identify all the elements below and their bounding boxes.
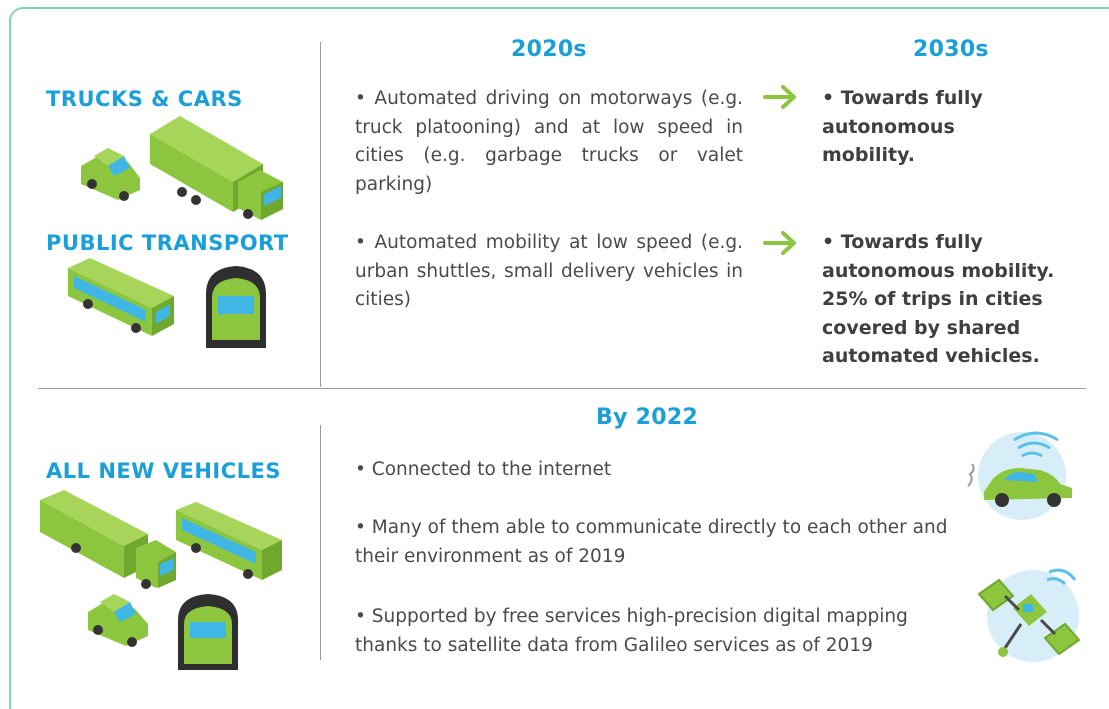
new-vehicles-illustration — [40, 490, 282, 670]
bus-icon — [68, 258, 174, 336]
arrow-right-icon — [763, 231, 796, 255]
category-all-new-vehicles: ALL NEW VEHICLES — [46, 459, 281, 483]
public-2030s-text: • Towards fully autonomous mobility. 25%… — [822, 231, 1055, 367]
arrow-right-icon — [763, 85, 796, 109]
satellite-icon — [977, 568, 1081, 662]
truck-icon — [81, 116, 283, 220]
new-vehicles-item-3: • Supported by free services high-precis… — [355, 606, 908, 656]
new-vehicles-item-1: • Connected to the internet — [355, 459, 612, 480]
trucks-2030s-text: • Towards fully autonomous mobility. — [822, 87, 983, 166]
column-header-by-2022: By 2022 — [596, 405, 699, 430]
category-trucks-cars: TRUCKS & CARS — [46, 87, 243, 111]
new-vehicles-item-2: • Many of them able to communicate direc… — [355, 517, 948, 567]
public-2020s-text: • Automated mobility at low speed (e.g. … — [355, 232, 743, 310]
page-frame — [9, 7, 1109, 709]
category-public-transport: PUBLIC TRANSPORT — [46, 231, 289, 255]
trucks-2020s-text: • Automated driving on motorways (e.g. t… — [355, 88, 743, 195]
tram-icon — [206, 266, 266, 348]
column-header-2030s: 2030s — [913, 37, 989, 62]
horizontal-divider — [38, 388, 1086, 389]
connected-car-icon — [967, 431, 1072, 520]
vertical-divider-bottom — [320, 425, 321, 660]
column-header-2020s: 2020s — [511, 37, 587, 62]
vertical-divider-top — [320, 42, 321, 387]
